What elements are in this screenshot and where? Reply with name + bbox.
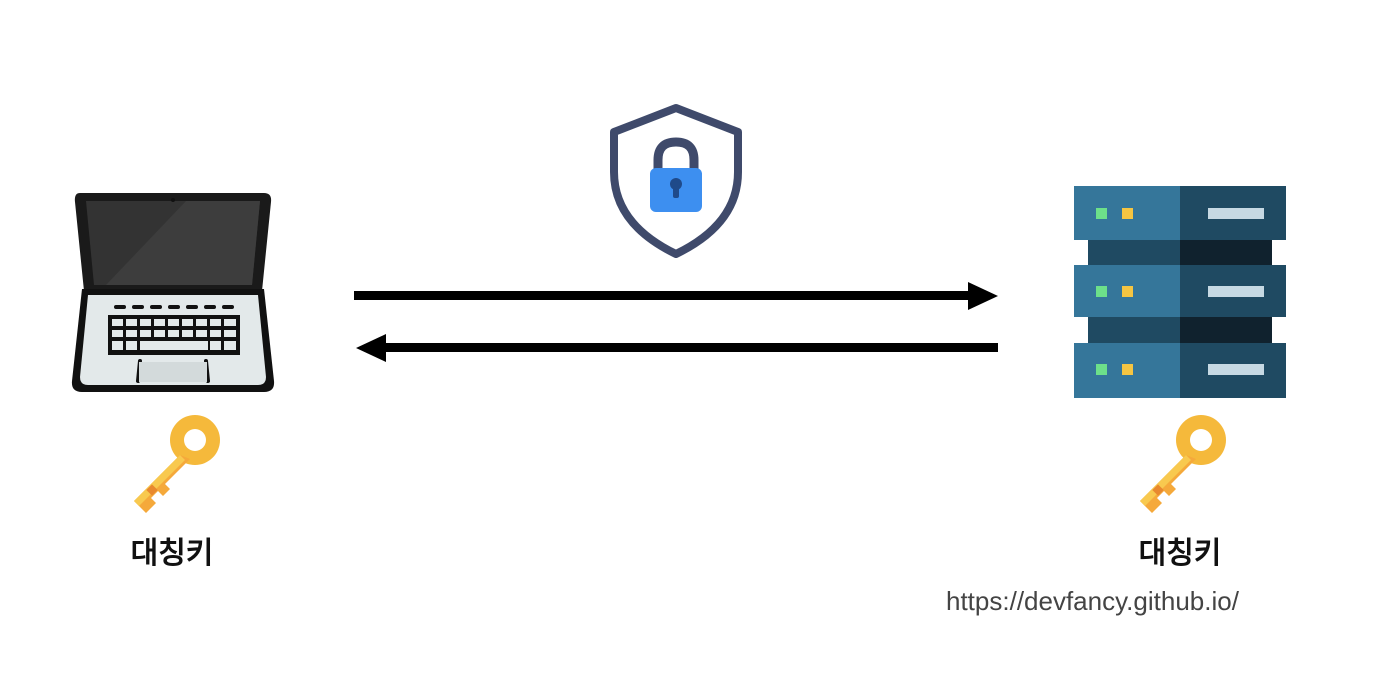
shield-lock-icon xyxy=(610,104,742,258)
key-icon xyxy=(134,415,220,513)
client-key-label: 대칭키 xyxy=(130,536,214,571)
server-key-label: 대칭키 xyxy=(1138,536,1222,571)
arrow-server-to-client xyxy=(356,334,998,362)
credit-url: https://devfancy.github.io/ xyxy=(946,586,1239,616)
key-icon xyxy=(1140,415,1226,513)
server-rack-icon xyxy=(1074,186,1286,398)
arrow-client-to-server xyxy=(354,282,998,310)
laptop-icon xyxy=(71,193,275,392)
